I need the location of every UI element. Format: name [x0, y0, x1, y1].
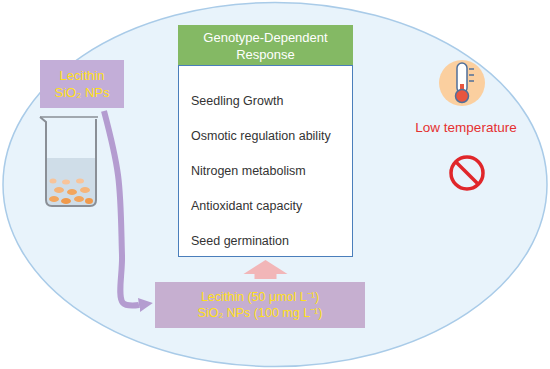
beaker-illustration-part — [49, 196, 59, 202]
beaker-illustration-part — [62, 180, 70, 185]
condition-label: Low temperature — [415, 120, 516, 135]
prohibition-sign-part — [451, 157, 483, 189]
thermometer-icon-part — [456, 90, 469, 103]
prohibition-sign — [451, 157, 483, 189]
beaker-illustration-part — [50, 179, 57, 184]
beaker-illustration — [40, 117, 98, 206]
thermometer-icon-part — [469, 80, 474, 82]
box-text: Lecithin (50 μmol L⁻¹) — [201, 289, 319, 305]
beaker-illustration-part — [46, 158, 96, 206]
box-text: Seed germination — [191, 234, 340, 249]
beaker-illustration-part — [80, 187, 90, 193]
thermometer-icon-part — [469, 68, 474, 70]
box-text: Genotype-Dependent Response — [191, 29, 341, 63]
box-text: Osmotic regulation ability — [191, 129, 340, 144]
response-box: Seedling GrowthOsmotic regulation abilit… — [178, 65, 353, 257]
beaker-illustration-part — [54, 187, 64, 193]
material-box: LecithinSiO₂ NPs — [40, 60, 124, 108]
thermometer-icon — [439, 60, 485, 106]
block-arrow — [244, 260, 288, 279]
curved-arrow — [104, 111, 139, 305]
treatment-box: Lecithin (50 μmol L⁻¹)SiO₂ NPs (100 mg L… — [155, 282, 365, 328]
box-text: Antioxidant capacity — [191, 199, 340, 214]
box-text: Seedling Growth — [191, 94, 340, 109]
box-text: SiO₂ NPs (100 mg L⁻¹) — [198, 305, 323, 321]
background-ellipse — [3, 3, 547, 367]
beaker-illustration-part — [40, 116, 98, 118]
prohibition-sign-part — [456, 162, 479, 185]
thermometer-icon-part — [469, 74, 474, 76]
beaker-illustration-part — [61, 198, 71, 204]
box-text: Nitrogen metabolism — [191, 164, 340, 179]
beaker-illustration-part — [76, 179, 84, 184]
beaker-illustration-part — [67, 189, 77, 195]
beaker-illustration-part — [85, 198, 93, 204]
beaker-illustration-part — [40, 117, 96, 206]
box-text: Lecithin — [60, 67, 105, 84]
beaker-illustration-part — [74, 196, 84, 202]
thermometer-icon-part — [457, 63, 467, 93]
thermometer-icon-part — [439, 60, 485, 106]
header-box: Genotype-Dependent Response — [178, 25, 353, 67]
box-text: SiO₂ NPs — [55, 84, 110, 101]
